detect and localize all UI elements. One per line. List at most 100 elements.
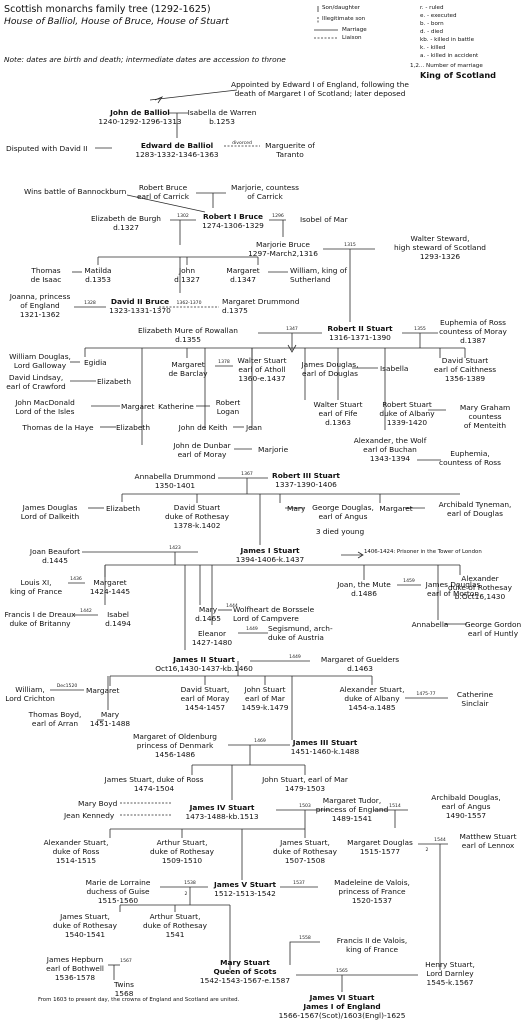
person-francis-ii-de-valois: Francis II de Valois, king of France — [336, 936, 408, 954]
king-david-ii-bruce: David II Bruce — [110, 297, 170, 306]
person-walter-steward: Walter Steward, high steward of Scotland… — [394, 234, 486, 261]
legend-born: b. - born — [420, 21, 444, 27]
king-robert-i-bruce: Robert I Bruce — [202, 212, 264, 221]
person-robert-stuart-albany: Robert Stuart duke of Albany 1339-1420 — [379, 400, 435, 427]
person-louis-xi: Louis XI, king of France — [9, 578, 63, 596]
person-joan-beaufort: Joan Beaufort d.1445 — [29, 547, 81, 565]
person-james-hepburn-bothwell: James Hepburn earl of Bothwell 1536-1578 — [46, 955, 104, 982]
person-john-stuart-mar-2: John Stuart, earl of Mar 1479-1503 — [262, 775, 348, 793]
marker-m1459: 1459 — [403, 579, 415, 584]
person-madeleine-de-valois: Madeleine de Valois, princess of France … — [334, 878, 410, 905]
person-elizabeth-mure: Elizabeth Mure of Rowallan d.1355 — [138, 326, 238, 344]
person-marie-de-lorraine: Marie de Lorraine duchess of Guise 1515-… — [85, 878, 151, 905]
person-joanna-england: Joanna, princess of England 1321-1362 — [9, 292, 71, 319]
person-elizabeth-stuart-2: Elizabeth — [116, 423, 151, 432]
legend-killed-battle: kb. - killed in battle — [420, 37, 475, 43]
person-james-stuart-rothesay-2: James Stuart, duke of Rothesay 1540-1541 — [53, 912, 117, 939]
person-margaret-of-guelders: Margaret of Guelders d.1463 — [320, 655, 400, 673]
marker-m1367: 1367 — [241, 472, 253, 477]
person-david-stuart-moray: David Stuart, earl of Moray 1454-1457 — [180, 685, 230, 712]
king-robert-iii-stuart: Robert III Stuart — [272, 471, 340, 480]
king-edward-balliol-dates: 1283-1332-1346-1363 — [135, 150, 219, 159]
legend-executed: e. - executed — [420, 13, 457, 19]
king-james-iii-stuart: James III Stuart — [292, 738, 358, 747]
marker-m1423: 1423 — [169, 546, 181, 551]
marker-m1302: 1302 — [177, 214, 189, 219]
person-archibald-tyneman: Archibald Tyneman, earl of Douglas — [438, 500, 512, 518]
marker-m1503: 1503 — [299, 804, 311, 809]
person-marjorie-carrick: Marjorie, countess of Carrick — [231, 183, 299, 201]
person-jean-kennedy: Jean Kennedy — [64, 811, 115, 820]
person-marguerite-taranto: Marguerite of Taranto — [265, 141, 315, 159]
person-thomas-de-la-haye: Thomas de la Haye — [22, 423, 94, 432]
person-thomas-boyd-arran: Thomas Boyd, earl of Arran — [28, 710, 82, 728]
queen-mary-stuart-dates: 1542-1543-1567-e.1587 — [199, 976, 291, 985]
person-robert-logan: Robert Logan — [215, 398, 241, 416]
king-james-iv-stuart-dates: 1473-1488-kb.1513 — [185, 812, 259, 821]
marker-m1296: 1296 — [272, 214, 284, 219]
person-eleanor-stuart: Eleanor 1427-1480 — [191, 629, 233, 647]
king-james-vi-dates: 1566-1567(Scot)/1603(Engl)-1625 — [278, 1011, 406, 1020]
person-robert-bruce-carrick: Robert Bruce earl of Carrick — [136, 183, 190, 201]
person-william-sutherland: William, king of Sutherland — [290, 266, 347, 284]
person-margaret-douglas: Margaret Douglas 1515-1577 — [347, 838, 413, 856]
king-robert-ii-stuart-dates: 1316-1371-1390 — [329, 333, 391, 342]
person-twins: Twins 1568 — [114, 980, 134, 998]
king-james-i-stuart: James I Stuart — [240, 546, 300, 555]
legend-son-daughter: Son/daughter — [322, 5, 360, 11]
person-segismund-austria: Segismund, arch- duke of Austria — [268, 624, 333, 642]
marker-m1514: 1514 — [389, 804, 401, 809]
person-alexander-rothesay: Alexander duke of Rothesay b.Oct16,1430 — [448, 574, 512, 601]
person-margaret-of-oldenburg: Margaret of Oldenburg princess of Denmar… — [133, 732, 217, 759]
person-alexander-stuart-albany: Alexander Stuart, duke of Albany 1454-a.… — [339, 685, 405, 712]
legend-marriage: Marriage — [342, 27, 367, 33]
king-james-v-stuart-dates: 1512-1513-1542 — [214, 889, 276, 898]
person-margaret-de-barclay: Margaret de Barclay — [168, 360, 208, 378]
king-john-balliol: John de Balliol — [110, 108, 170, 117]
legend-liaison: Liaison — [342, 35, 362, 41]
queen-mary-stuart-title: Queen of Scots — [213, 967, 277, 976]
person-margaret-stuart-4: Margaret 1424-1445 — [89, 578, 131, 596]
marker-m1538: 1538 — [184, 881, 196, 886]
marker-m1436: 1436 — [70, 577, 82, 582]
marker-m1444: 1444 — [226, 604, 238, 609]
marker-m1378: 1378 — [218, 360, 230, 365]
person-annabella-stuart: Annabella — [411, 620, 449, 629]
person-david-stuart-caithness: David Stuart earl of Caithness 1356-1389 — [433, 356, 497, 383]
person-margaret-stuart-2: Margaret — [121, 402, 155, 411]
person-walter-stuart-atholl: Walter Stuart earl of Atholl 1360-e.1437 — [237, 356, 287, 383]
person-william-crichton: William, Lord Crichton — [5, 685, 55, 703]
marker-m1537: 1537 — [293, 881, 305, 886]
person-matilda: Matilda d.1353 — [84, 266, 112, 284]
marker-m1449a: 1449 — [246, 627, 258, 632]
note-edward-disputed: Disputed with David II — [6, 144, 88, 153]
marker-m1520: Dec1520 — [56, 684, 78, 689]
person-jean-stuart: Jean — [246, 423, 262, 432]
legend-marriage-number: 1,2... Number of marriage — [410, 63, 483, 69]
king-james-ii-stuart: James II Stuart — [173, 655, 235, 664]
person-mary-stuart-1: Mary — [287, 504, 306, 513]
person-john-de-keith: John de Keith — [178, 423, 228, 432]
king-james-iii-stuart-dates: 1451-1460-k.1488 — [290, 747, 360, 756]
person-francis-de-dreaux: Francis I de Dreaux duke of Britanny — [4, 610, 76, 628]
person-mary-stuart-2: Mary d.1465 — [195, 605, 221, 623]
king-edward-balliol: Edward de Balliol — [140, 141, 214, 150]
person-euphemia-countess-ross: Euphemia, countess of Ross — [439, 449, 501, 467]
person-john-bruce: John d.1327 — [174, 266, 200, 284]
marker-m1315: 1315 — [344, 243, 356, 248]
marker-m1558: 1558 — [299, 936, 311, 941]
person-isabella-warren: Isabella de Warren b.1253 — [187, 108, 257, 126]
legend-king-key: King of Scotland — [420, 70, 497, 80]
king-james-i-stuart-dates: 1394-1406-k.1437 — [235, 555, 305, 564]
person-margaret-stuart-5: Margaret — [86, 686, 120, 695]
marker-m1567: 1567 — [120, 959, 132, 964]
marker-m1544: 1544 — [434, 838, 446, 843]
person-william-douglas-galloway: William Douglas, Lord Galloway — [9, 352, 71, 370]
king-james-iv-stuart: James IV Stuart — [189, 803, 255, 812]
note-bannockburn: Wins battle of Bannockburn — [24, 187, 127, 196]
legend-killed: k. - killed — [420, 45, 446, 51]
king-robert-iii-stuart-dates: 1337-1390-1406 — [275, 480, 337, 489]
person-egidia: Egidia — [84, 358, 107, 367]
person-marjorie-stuart: Marjorie — [258, 445, 289, 454]
